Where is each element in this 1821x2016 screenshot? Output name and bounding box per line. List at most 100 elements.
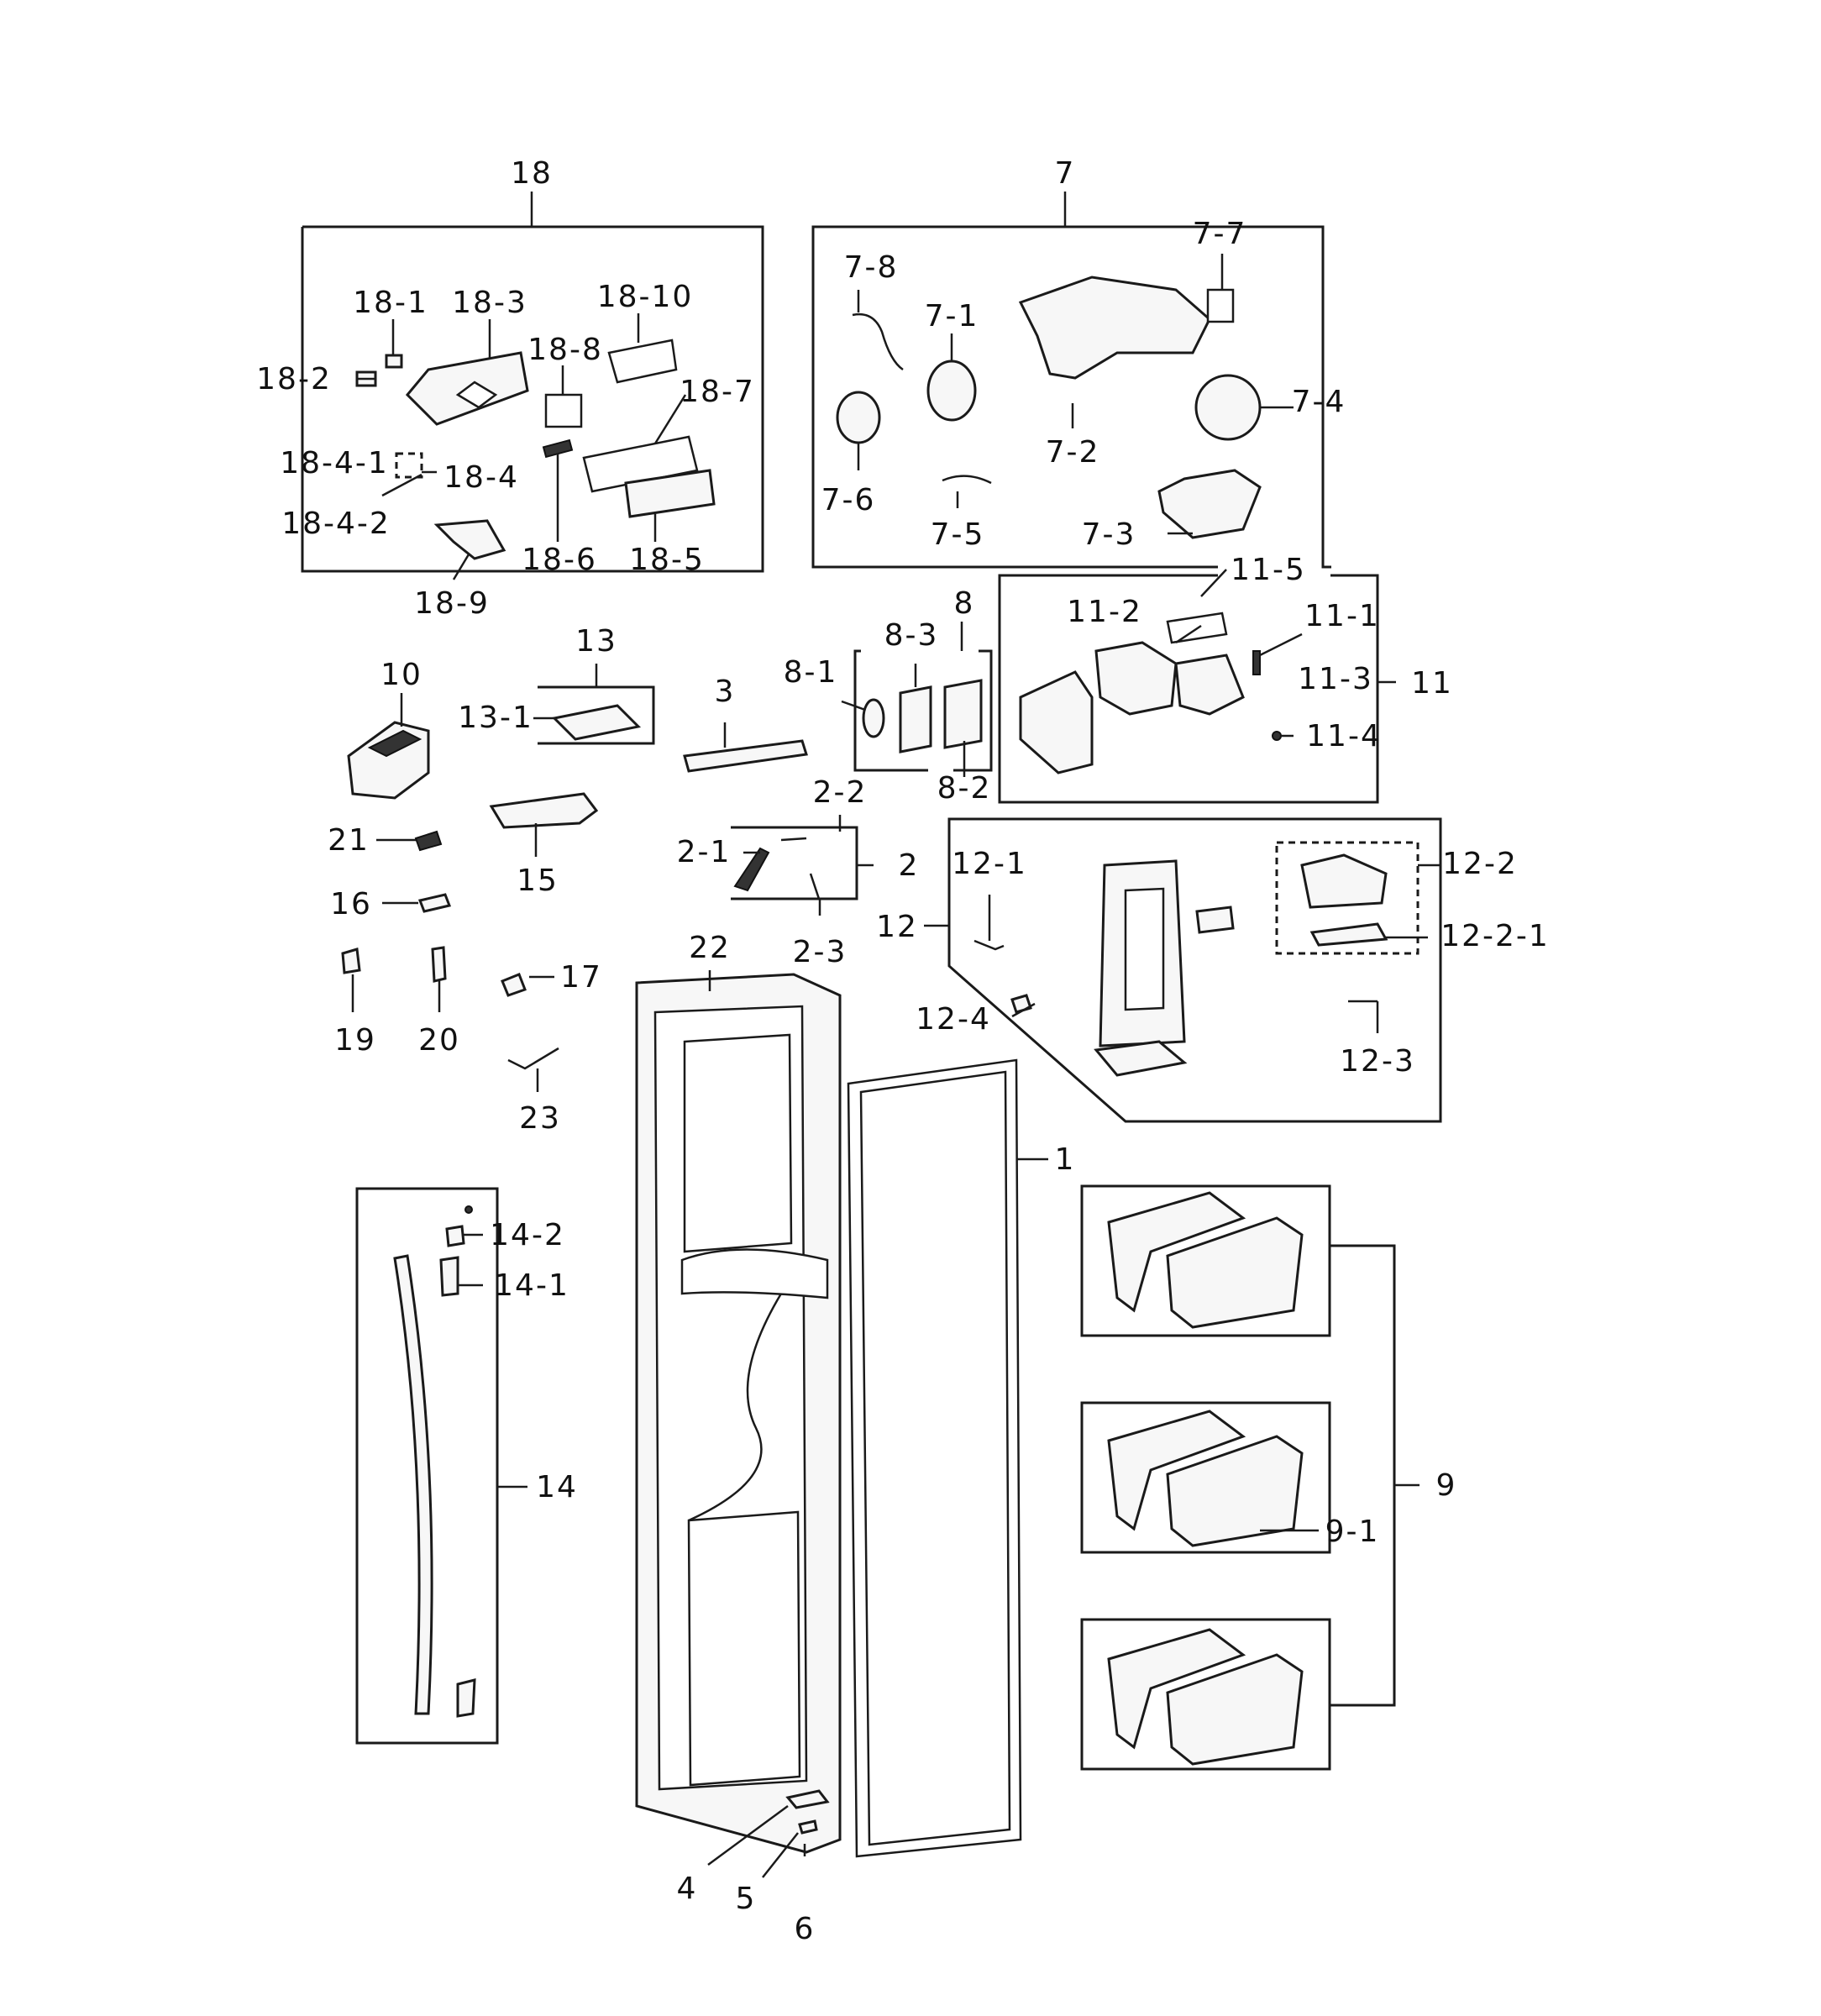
- sensor-wire-part: [973, 939, 1005, 951]
- label-8-3: 8-3: [884, 618, 939, 653]
- wrench-part: [507, 1047, 559, 1070]
- label-7-6: 7-6: [821, 483, 876, 517]
- washer-part: [798, 1819, 818, 1835]
- sub-assembly-12-2-frame: [1275, 841, 1420, 955]
- label-13: 13: [575, 624, 617, 659]
- label-7-4: 7-4: [1292, 385, 1346, 419]
- handle-part: [393, 1254, 433, 1715]
- label-12-1: 12-1: [952, 847, 1027, 881]
- motor-part: [926, 360, 977, 422]
- handle-bracket-part: [439, 1256, 459, 1297]
- bolt-part: [414, 830, 443, 852]
- bin-frame-3: [1080, 1618, 1331, 1771]
- label-12: 12: [876, 910, 918, 944]
- cap-small-part: [341, 948, 361, 974]
- magnet-part: [417, 893, 452, 913]
- label-7-5: 7-5: [931, 517, 985, 552]
- group-7-frame: [811, 225, 1331, 569]
- bin-frame-1: [1080, 1184, 1331, 1337]
- label-18-4-2: 18-4-2: [281, 507, 391, 541]
- group-1: 1: [847, 1058, 1076, 1858]
- cap-part: [862, 698, 885, 738]
- group-18: 18 18-1 18-2 18-3 18-10 18-8 18-7 18-4-1…: [256, 156, 764, 621]
- label-14-2: 14-2: [490, 1218, 565, 1252]
- panel-case-part: [624, 469, 716, 518]
- wire-part: [942, 475, 992, 485]
- bracket-small-part: [1195, 906, 1235, 934]
- label-13-1: 13-1: [458, 701, 533, 735]
- loose-parts: 21 16 19 20 17 23: [328, 823, 602, 1136]
- label-18-8: 18-8: [527, 333, 603, 367]
- pcb-part: [582, 435, 699, 493]
- back-plate-part: [943, 679, 983, 749]
- clip-small-part: [1010, 994, 1032, 1014]
- label-12-3: 12-3: [1340, 1044, 1415, 1079]
- label-18-6: 18-6: [522, 543, 597, 577]
- label-10: 10: [380, 658, 422, 692]
- label-18-4: 18-4: [443, 460, 519, 495]
- harness-part: [852, 312, 904, 371]
- label-18-7: 18-7: [680, 375, 755, 409]
- label-2-1: 2-1: [677, 835, 732, 869]
- label-22: 22: [689, 931, 731, 965]
- label-18-5: 18-5: [629, 543, 705, 577]
- label-18-10: 18-10: [597, 280, 694, 314]
- bin-frame-2: [1080, 1401, 1331, 1554]
- group-7: 7 7-7 7-8 7-1 7-4 7-2 7-6 7-5 7-3: [811, 156, 1346, 569]
- label-2-2: 2-2: [813, 775, 868, 810]
- label-8: 8: [954, 586, 975, 621]
- label-15: 15: [517, 864, 559, 898]
- label-11-5: 11-5: [1231, 553, 1306, 587]
- display-cover-part: [607, 339, 678, 384]
- cover-disc-part: [1194, 374, 1262, 441]
- label-5: 5: [736, 1882, 757, 1916]
- tray-part: [489, 792, 599, 829]
- group-8-frame: [853, 649, 993, 772]
- label-18-3: 18-3: [452, 286, 527, 320]
- label-7-1: 7-1: [925, 299, 979, 333]
- label-18: 18: [511, 156, 553, 191]
- label-2: 2: [899, 848, 920, 883]
- ice-route-housing-part: [1018, 276, 1211, 380]
- group-9-bracket: [1330, 1244, 1396, 1707]
- label-1: 1: [1055, 1142, 1076, 1177]
- handle-cap-part: [445, 1225, 465, 1247]
- group-3: 3: [683, 675, 808, 773]
- label-7-7: 7-7: [1193, 217, 1247, 251]
- label-14: 14: [536, 1470, 578, 1504]
- bin-part-3: [1107, 1628, 1246, 1750]
- label-18-1: 18-1: [353, 286, 428, 320]
- switch-small-part: [431, 946, 447, 983]
- label-16: 16: [330, 887, 372, 921]
- bin-front-2: [1166, 1435, 1304, 1547]
- switch-part: [385, 354, 403, 369]
- group-11-frame: [998, 574, 1379, 804]
- label-11-4: 11-4: [1306, 719, 1382, 753]
- hinge-part: [785, 1789, 830, 1809]
- group-14-frame: [355, 1187, 499, 1745]
- label-11: 11: [1411, 666, 1453, 701]
- group-4-5-6: 4 5 6: [677, 1789, 830, 1946]
- bin-front-1: [1166, 1216, 1304, 1329]
- label-12-2-1: 12-2-1: [1441, 919, 1550, 953]
- label-7-8: 7-8: [844, 250, 899, 285]
- label-9: 9: [1436, 1468, 1457, 1503]
- label-12-4: 12-4: [916, 1002, 991, 1037]
- label-4: 4: [677, 1872, 698, 1906]
- group-13: 13 13-1: [458, 624, 655, 745]
- label-12-2: 12-2: [1442, 847, 1518, 881]
- dispenser-recess-part: [680, 1248, 829, 1299]
- cover-plate-part: [899, 685, 932, 753]
- label-18-4-1: 18-4-1: [280, 446, 389, 480]
- duct-cover-part: [1019, 670, 1094, 774]
- sticker-part: [544, 393, 583, 428]
- label-3: 3: [715, 675, 736, 709]
- label-8-1: 8-1: [784, 655, 838, 690]
- label-18-2: 18-2: [256, 362, 332, 396]
- label-23: 23: [519, 1101, 561, 1136]
- label-17: 17: [560, 960, 602, 995]
- group-14: 14-2 14-1 14: [355, 1187, 578, 1745]
- label-7-3: 7-3: [1082, 517, 1136, 552]
- bracket-part: [433, 519, 506, 560]
